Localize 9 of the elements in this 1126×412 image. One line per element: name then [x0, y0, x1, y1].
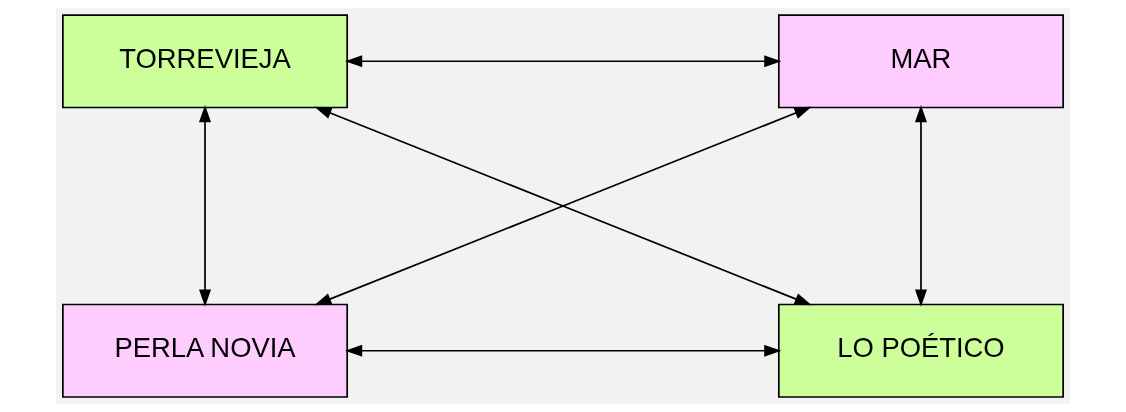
arrow	[345, 55, 782, 68]
node-box: MAR	[777, 14, 1064, 109]
node-box: LO POÉTICO	[777, 303, 1064, 398]
node-box: TORREVIEJA	[62, 14, 349, 109]
node-box: PERLA NOVIA	[62, 303, 349, 398]
arrow	[345, 344, 782, 357]
arrow	[199, 105, 211, 307]
arrow	[314, 106, 812, 306]
arrow	[915, 105, 927, 307]
